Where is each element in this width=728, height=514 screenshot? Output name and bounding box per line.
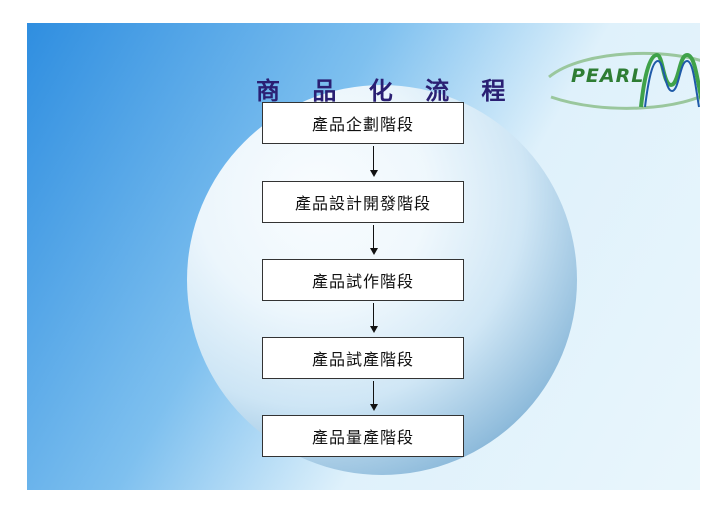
logo-text: PEARL bbox=[571, 65, 645, 87]
step-box-mass-production: 產品量產階段 bbox=[262, 415, 464, 457]
step-box-planning: 產品企劃階段 bbox=[262, 102, 464, 144]
flow-arrow-icon bbox=[370, 225, 378, 255]
flow-arrow-icon bbox=[370, 146, 378, 177]
page-title: 商 品 化 流 程 bbox=[256, 76, 518, 105]
flow-arrow-icon bbox=[370, 381, 378, 411]
step-box-design-development: 產品設計開發階段 bbox=[262, 181, 464, 223]
logo-swoosh-icon bbox=[548, 51, 700, 110]
logo-wave-icon bbox=[639, 52, 700, 108]
step-box-prototype: 產品試作階段 bbox=[262, 259, 464, 301]
flow-arrow-icon bbox=[370, 303, 378, 333]
step-box-trial-production: 產品試產階段 bbox=[262, 337, 464, 379]
pearl-logo: PEARL bbox=[543, 45, 700, 119]
